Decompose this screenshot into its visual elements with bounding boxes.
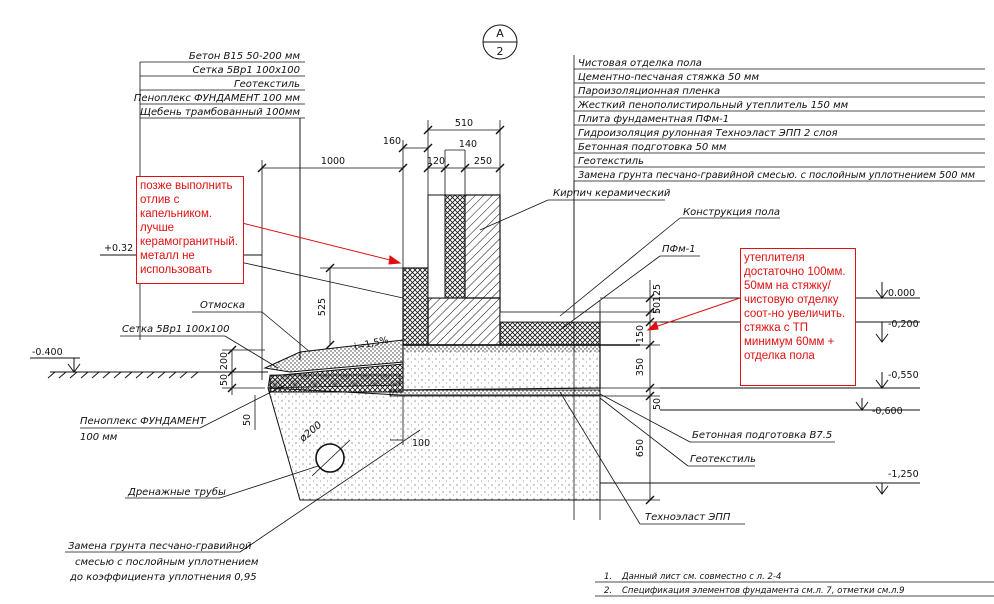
dim-510: 510: [455, 118, 473, 129]
callout-soil-line3: до коэффициента уплотнения 0,95: [69, 572, 257, 583]
footnote-1-num: 1.: [604, 572, 612, 582]
section-letter: А: [496, 27, 504, 40]
section-marker: А 2: [482, 24, 518, 60]
dim-350: 350: [635, 358, 646, 376]
callout-slab: ПФм-1: [662, 244, 696, 255]
callout-concrete-prep: Бетонная подготовка В7.5: [692, 430, 832, 441]
dim-125: 125: [652, 284, 663, 302]
dim-1000: 1000: [321, 156, 345, 167]
elevation-0600: -0,600: [872, 406, 903, 417]
red-note-left: позже выполнить отлив с капельником. луч…: [136, 176, 244, 284]
red-note-right: утеплителя достаточно 100мм. 50мм на стя…: [740, 248, 856, 386]
right-layer-7: Бетонная подготовка 50 мм: [578, 142, 727, 153]
dim-50-d: 50: [652, 398, 663, 410]
footnote-1-text: Данный лист см. совместно с л. 2-4: [621, 572, 781, 582]
callout-brick: Кирпич керамический: [553, 188, 671, 199]
leader-lines: [65, 118, 835, 553]
soil-replacement-zone: [267, 387, 601, 501]
dim-250: 250: [474, 156, 492, 167]
footnote-2-text: Спецификация элементов фундамента см.л. …: [622, 586, 905, 596]
note-arrows: [237, 221, 741, 331]
callout-soil-line2: смесью с послойным уплотнением: [75, 557, 259, 568]
dim-160: 160: [383, 136, 401, 147]
elevation-0200: -0,200: [888, 319, 919, 330]
dim-50-b: 50: [242, 414, 253, 426]
dim-200: 200: [219, 352, 230, 370]
callout-technoelast: Техноэласт ЭПП: [645, 512, 731, 523]
dim-140: 140: [459, 139, 477, 150]
dim-120: 120: [427, 156, 445, 167]
footnote-2-num: 2.: [604, 586, 612, 596]
drain-pipe: [311, 439, 351, 477]
floor-insulation: [499, 311, 601, 346]
elevation-1250: -1,250: [888, 469, 919, 480]
elevation-0550: -0,550: [888, 370, 919, 381]
dim-525: 525: [317, 298, 328, 316]
callout-floor: Конструкция пола: [683, 207, 780, 218]
left-layer-4: Пеноплекс ФУНДАМЕНТ 100 мм: [134, 93, 301, 104]
callout-foam-line1: Пеноплекс ФУНДАМЕНТ: [80, 416, 206, 427]
foundation-slab: [402, 344, 640, 391]
ground-line: [47, 371, 268, 379]
callout-geotextile: Геотекстиль: [690, 454, 756, 465]
dim-650: 650: [635, 439, 646, 457]
right-layer-3: Пароизоляционная пленка: [578, 86, 720, 97]
right-layer-2: Цементно-песчаная стяжка 50 мм: [578, 72, 759, 83]
elevation-0000: 0.000: [888, 288, 915, 299]
blind-area: [263, 339, 404, 393]
right-layer-1: Чистовая отделка пола: [578, 58, 702, 69]
left-layer-2: Сетка 5Вр1 100х100: [192, 65, 300, 76]
dim-50-c: 50: [652, 302, 663, 314]
left-layer-3: Геотекстиль: [234, 79, 300, 90]
dim-50-a: 50: [219, 374, 230, 386]
right-layer-5: Плита фундаментная ПФм-1: [578, 114, 729, 125]
callout-mesh: Сетка 5Вр1 100х100: [122, 324, 230, 335]
dim-150: 150: [635, 325, 646, 343]
right-layer-8: Геотекстиль: [578, 156, 644, 167]
callout-foam-line2: 100 мм: [80, 432, 118, 443]
wall-section: [402, 194, 501, 346]
dimension-ticks: [227, 125, 655, 505]
elevation-plus-032: +0.32: [104, 243, 133, 254]
callout-blind-area: Отмоска: [200, 300, 245, 311]
right-layer-6: Гидроизоляция рулонная Техноэласт ЭПП 2 …: [578, 128, 838, 139]
section-number: 2: [497, 45, 504, 58]
footnotes-table: [595, 581, 994, 597]
right-layer-9: Замена грунта песчано-гравийной смесью. …: [578, 170, 975, 181]
callout-soil-line1: Замена грунта песчано-гравийной: [68, 541, 252, 552]
dim-100: 100: [412, 438, 430, 449]
elevation-minus-0400: -0.400: [32, 347, 63, 358]
right-layer-4: Жесткий пенополистирольный утеплитель 15…: [577, 100, 849, 111]
left-layer-1: Бетон В15 50-200 мм: [189, 51, 301, 62]
callout-drain: Дренажные трубы: [127, 486, 226, 498]
left-layer-5: Щебень трамбованный 100мм: [140, 106, 300, 118]
